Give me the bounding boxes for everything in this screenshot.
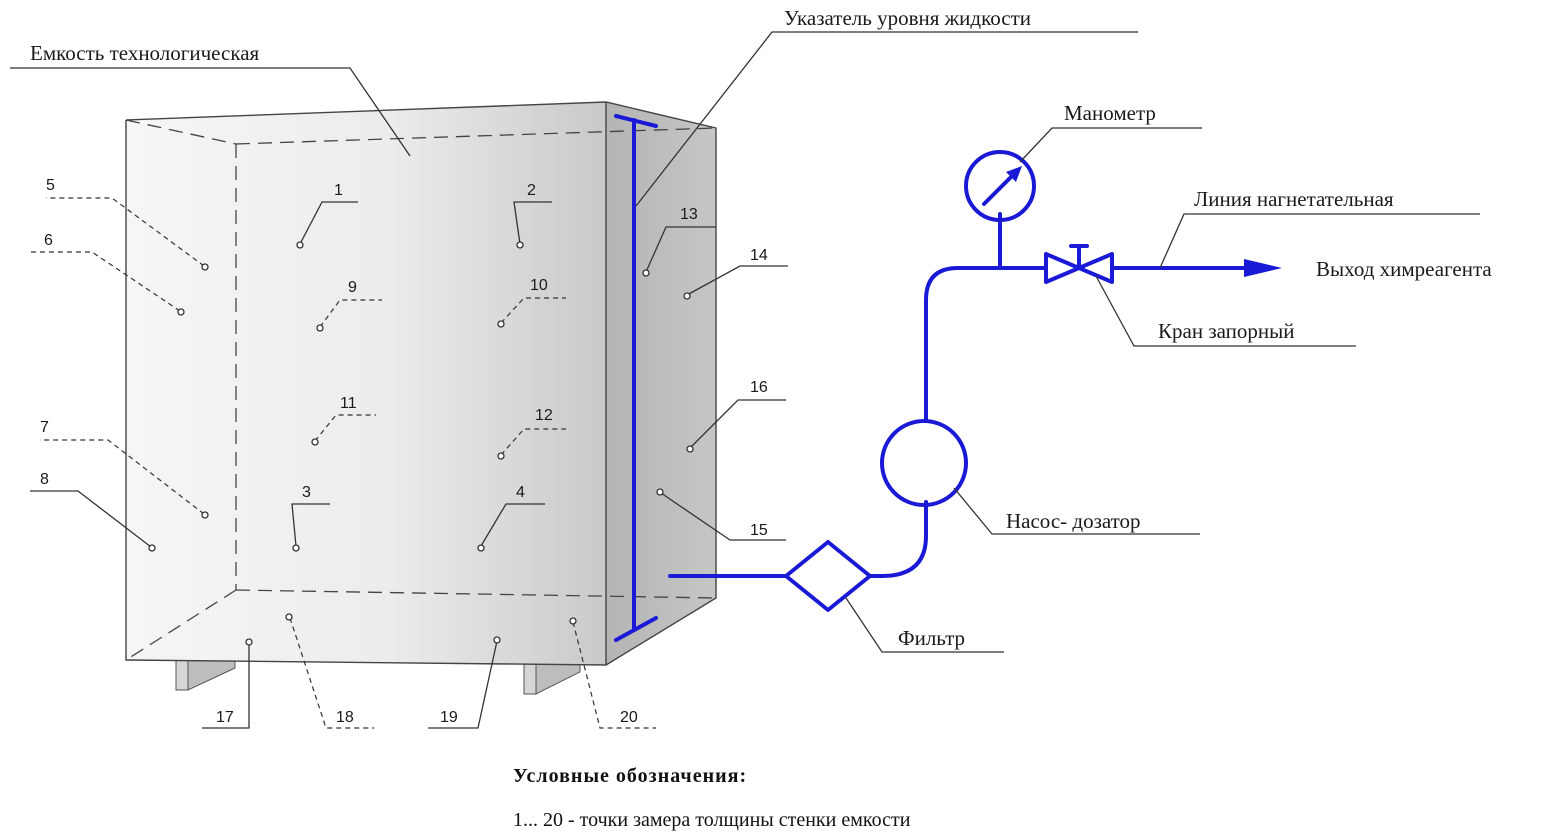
label-filter: Фильтр bbox=[898, 626, 965, 650]
filter-icon bbox=[784, 540, 872, 612]
point-13-marker bbox=[642, 269, 650, 277]
label-pump: Насос- дозатор bbox=[1006, 509, 1141, 533]
leader-point-12 bbox=[500, 428, 566, 456]
leader-point-3 bbox=[291, 503, 330, 547]
point-20-marker bbox=[569, 617, 577, 625]
leader-point-8 bbox=[30, 490, 152, 548]
point-17-marker bbox=[245, 638, 253, 646]
leader-point-11 bbox=[314, 414, 376, 442]
legend-title: Условные обозначения: bbox=[513, 765, 747, 787]
point-15-label: 15 bbox=[750, 522, 768, 539]
label-outlet: Выход химреагента bbox=[1316, 257, 1492, 281]
point-8-label: 8 bbox=[40, 471, 49, 488]
point-1-label: 1 bbox=[334, 182, 343, 199]
leader-point-1 bbox=[299, 201, 358, 245]
point-19-label: 19 bbox=[440, 709, 458, 726]
point-16-marker bbox=[686, 445, 694, 453]
leader-point-4 bbox=[480, 503, 545, 547]
leader-point-17 bbox=[202, 643, 250, 729]
point-5-marker bbox=[201, 263, 209, 271]
point-9-marker bbox=[316, 324, 324, 332]
level-indicator-top-cap bbox=[614, 114, 658, 128]
tank-leg-right bbox=[523, 663, 537, 695]
arrow-right-icon bbox=[1244, 259, 1282, 277]
point-9-label: 9 bbox=[348, 279, 357, 296]
point-3-marker bbox=[292, 544, 300, 552]
measurement-points: 1 2 3 4 5 6 7 8 9 10 bbox=[30, 177, 788, 729]
leader-point-6 bbox=[30, 251, 181, 312]
tank-leg-left bbox=[175, 659, 189, 691]
leader-point-15 bbox=[660, 492, 786, 541]
point-10-marker bbox=[497, 320, 505, 328]
point-20-label: 20 bbox=[620, 709, 638, 726]
point-6-label: 6 bbox=[44, 232, 53, 249]
leader-manometer bbox=[1019, 127, 1202, 163]
point-11-marker bbox=[311, 438, 319, 446]
tank-side-face bbox=[606, 102, 716, 665]
leader-point-9 bbox=[319, 299, 382, 328]
point-4-marker bbox=[477, 544, 485, 552]
point-16-label: 16 bbox=[750, 379, 768, 396]
leader-tank bbox=[10, 67, 411, 157]
point-1-marker bbox=[296, 241, 304, 249]
tank bbox=[125, 101, 717, 695]
legend-text: 1... 20 - точки замера толщины стенки ем… bbox=[513, 809, 911, 831]
pump-icon bbox=[880, 419, 968, 507]
point-3-label: 3 bbox=[302, 484, 311, 501]
leader-point-16 bbox=[689, 399, 786, 449]
point-6-marker bbox=[177, 308, 185, 316]
point-14-label: 14 bbox=[750, 247, 768, 264]
point-2-label: 2 bbox=[527, 182, 536, 199]
pipe-filter-to-pump bbox=[868, 500, 928, 578]
label-shutoff-valve: Кран запорный bbox=[1158, 319, 1294, 343]
leader-filter bbox=[845, 597, 1004, 653]
point-2-marker bbox=[516, 241, 524, 249]
pressure-gauge-icon bbox=[964, 150, 1036, 222]
level-indicator bbox=[614, 114, 658, 642]
point-10-label: 10 bbox=[530, 277, 548, 294]
leader-level-indicator bbox=[635, 31, 1138, 207]
component-labels: Емкость технологическая Указатель уровня… bbox=[10, 6, 1492, 653]
point-19-marker bbox=[493, 636, 501, 644]
hidden-edge-top-left bbox=[125, 119, 237, 145]
point-5-label: 5 bbox=[46, 177, 55, 194]
leader-point-2 bbox=[513, 201, 552, 245]
pipe-pump-to-discharge bbox=[924, 266, 1048, 423]
point-14-marker bbox=[683, 292, 691, 300]
label-discharge-line: Линия нагнетательная bbox=[1194, 187, 1394, 211]
leader-discharge-line bbox=[1159, 213, 1480, 269]
leader-point-7 bbox=[40, 439, 205, 515]
point-12-marker bbox=[497, 452, 505, 460]
tank-front-face bbox=[126, 102, 606, 665]
label-manometer: Манометр bbox=[1064, 101, 1156, 125]
point-7-marker bbox=[201, 511, 209, 519]
legend: Условные обозначения: 1... 20 - точки за… bbox=[513, 765, 911, 831]
leader-point-19 bbox=[428, 640, 498, 729]
leader-point-18 bbox=[289, 617, 374, 729]
level-indicator-bottom-cap bbox=[614, 616, 658, 642]
point-15-marker bbox=[656, 488, 664, 496]
point-7-label: 7 bbox=[40, 419, 49, 436]
point-18-label: 18 bbox=[336, 709, 354, 726]
leader-point-20 bbox=[572, 621, 656, 729]
piping bbox=[668, 150, 1282, 612]
point-18-marker bbox=[285, 613, 293, 621]
valve-icon bbox=[1044, 244, 1114, 284]
label-level-indicator: Указатель уровня жидкости bbox=[784, 6, 1031, 30]
leader-pump bbox=[953, 487, 1200, 535]
leader-point-10 bbox=[500, 297, 566, 324]
point-13-label: 13 bbox=[680, 206, 698, 223]
label-tank: Емкость технологическая bbox=[30, 41, 260, 65]
leader-point-13 bbox=[645, 226, 716, 273]
point-12-label: 12 bbox=[535, 407, 553, 424]
point-4-label: 4 bbox=[516, 484, 525, 501]
point-8-marker bbox=[148, 544, 156, 552]
leader-point-5 bbox=[46, 197, 205, 267]
leader-point-14 bbox=[686, 265, 788, 296]
point-11-label: 11 bbox=[340, 395, 357, 412]
leader-shutoff-valve bbox=[1095, 275, 1356, 347]
point-17-label: 17 bbox=[216, 709, 234, 726]
